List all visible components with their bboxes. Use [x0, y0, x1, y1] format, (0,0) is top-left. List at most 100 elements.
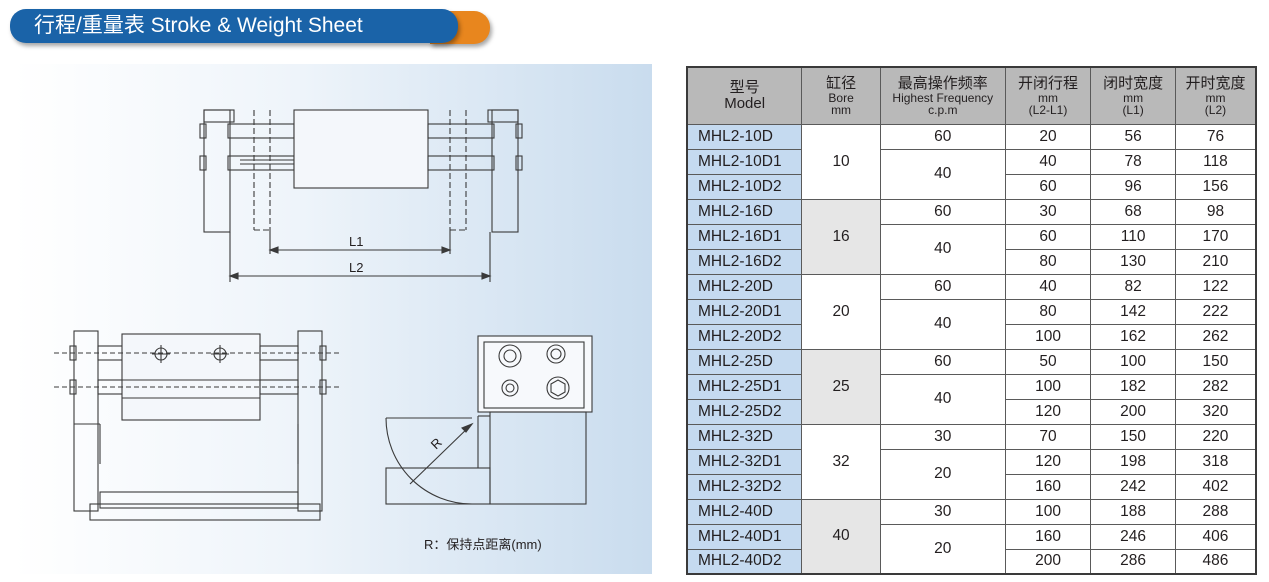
- stroke-cell: 60: [1004, 223, 1092, 250]
- l2-label: L2: [349, 260, 363, 275]
- bore-cell: 20: [801, 273, 881, 350]
- header-closed-width: 闭时宽度 mm (L1): [1090, 66, 1176, 125]
- open-width-cell: 282: [1174, 373, 1257, 400]
- stroke-cell: 40: [1004, 273, 1092, 300]
- model-cell: MHL2-40D: [686, 498, 803, 525]
- header-open-width: 开时宽度 mm (L2): [1174, 66, 1257, 125]
- open-width-cell: 210: [1174, 248, 1257, 275]
- frequency-cell: 40: [879, 373, 1006, 425]
- model-cell: MHL2-20D2: [686, 323, 803, 350]
- model-cell: MHL2-10D1: [686, 148, 803, 175]
- model-cell: MHL2-40D1: [686, 523, 803, 550]
- closed-width-cell: 130: [1090, 248, 1176, 275]
- model-cell: MHL2-16D1: [686, 223, 803, 250]
- drawing-caption: R：保持点距离(mm): [424, 537, 542, 552]
- drawing-panel: L1 L2: [14, 64, 652, 574]
- open-width-cell: 76: [1174, 123, 1257, 150]
- open-width-cell: 288: [1174, 498, 1257, 525]
- open-width-cell: 320: [1174, 398, 1257, 425]
- closed-width-cell: 242: [1090, 473, 1176, 500]
- stroke-cell: 100: [1004, 498, 1092, 525]
- open-width-cell: 486: [1174, 548, 1257, 575]
- model-cell: MHL2-20D: [686, 273, 803, 300]
- side-view: R: [385, 335, 593, 505]
- bore-cell: 40: [801, 498, 881, 575]
- open-width-cell: 118: [1174, 148, 1257, 175]
- frequency-cell: 20: [879, 448, 1006, 500]
- open-width-cell: 98: [1174, 198, 1257, 225]
- open-width-cell: 318: [1174, 448, 1257, 475]
- stroke-cell: 60: [1004, 173, 1092, 200]
- open-width-cell: 402: [1174, 473, 1257, 500]
- closed-width-cell: 246: [1090, 523, 1176, 550]
- header-stroke: 开闭行程 mm (L2-L1): [1004, 66, 1092, 125]
- stroke-cell: 200: [1004, 548, 1092, 575]
- model-cell: MHL2-10D2: [686, 173, 803, 200]
- header-frequency: 最高操作频率 Highest Frequency c.p.m: [879, 66, 1006, 125]
- header-model: 型号 Model: [686, 66, 803, 125]
- stroke-cell: 40: [1004, 148, 1092, 175]
- header-bore: 缸径 Bore mm: [801, 66, 881, 125]
- top-view: L1 L2: [199, 109, 523, 282]
- frequency-cell: 30: [879, 498, 1006, 525]
- page-title: 行程/重量表 Stroke & Weight Sheet: [10, 9, 458, 43]
- stroke-cell: 80: [1004, 248, 1092, 275]
- frequency-cell: 60: [879, 123, 1006, 150]
- frequency-cell: 40: [879, 148, 1006, 200]
- open-width-cell: 156: [1174, 173, 1257, 200]
- stroke-cell: 20: [1004, 123, 1092, 150]
- closed-width-cell: 78: [1090, 148, 1176, 175]
- model-cell: MHL2-25D: [686, 348, 803, 375]
- stroke-cell: 160: [1004, 473, 1092, 500]
- bore-cell: 16: [801, 198, 881, 275]
- frequency-cell: 60: [879, 273, 1006, 300]
- stroke-cell: 100: [1004, 373, 1092, 400]
- frequency-cell: 60: [879, 348, 1006, 375]
- model-cell: MHL2-25D2: [686, 398, 803, 425]
- closed-width-cell: 200: [1090, 398, 1176, 425]
- open-width-cell: 170: [1174, 223, 1257, 250]
- closed-width-cell: 100: [1090, 348, 1176, 375]
- open-width-cell: 122: [1174, 273, 1257, 300]
- closed-width-cell: 188: [1090, 498, 1176, 525]
- frequency-cell: 20: [879, 523, 1006, 575]
- closed-width-cell: 162: [1090, 323, 1176, 350]
- stroke-cell: 80: [1004, 298, 1092, 325]
- table-header-row: 型号 Model 缸径 Bore mm 最高操作频率 Highest Frequ…: [686, 66, 1257, 125]
- closed-width-cell: 182: [1090, 373, 1176, 400]
- bore-cell: 25: [801, 348, 881, 425]
- model-cell: MHL2-16D: [686, 198, 803, 225]
- closed-width-cell: 68: [1090, 198, 1176, 225]
- stroke-cell: 100: [1004, 323, 1092, 350]
- frequency-cell: 40: [879, 223, 1006, 275]
- closed-width-cell: 142: [1090, 298, 1176, 325]
- closed-width-cell: 198: [1090, 448, 1176, 475]
- open-width-cell: 220: [1174, 423, 1257, 450]
- closed-width-cell: 56: [1090, 123, 1176, 150]
- open-width-cell: 262: [1174, 323, 1257, 350]
- open-width-cell: 150: [1174, 348, 1257, 375]
- technical-drawing: L1 L2: [54, 109, 593, 521]
- frequency-cell: 40: [879, 298, 1006, 350]
- l1-label: L1: [349, 234, 363, 249]
- model-cell: MHL2-32D1: [686, 448, 803, 475]
- stroke-cell: 50: [1004, 348, 1092, 375]
- front-view: [54, 330, 342, 521]
- bore-cell: 10: [801, 123, 881, 200]
- closed-width-cell: 286: [1090, 548, 1176, 575]
